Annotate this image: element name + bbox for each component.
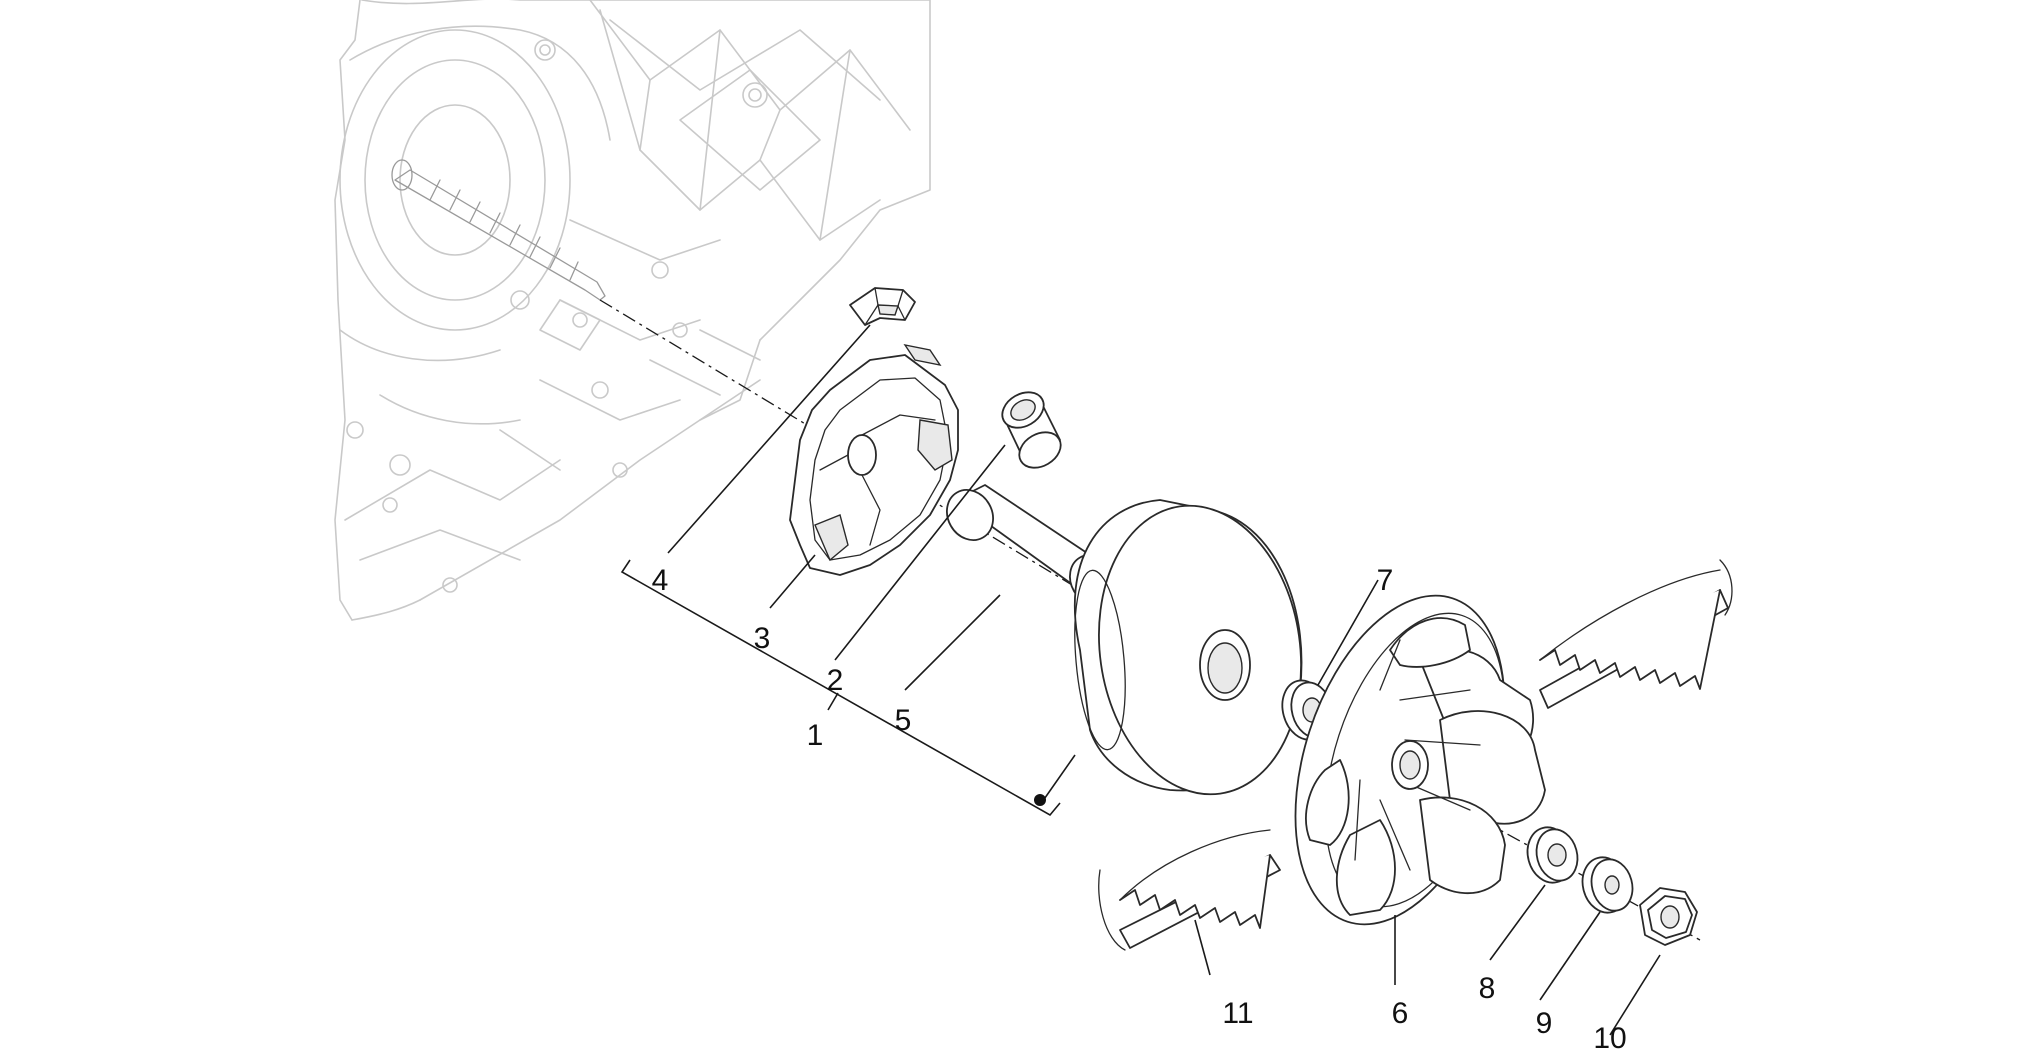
part-9-washer bbox=[1581, 856, 1634, 914]
leader-lines bbox=[667, 324, 1661, 1036]
label-part-6: 6 bbox=[1392, 997, 1409, 1030]
reference-dot bbox=[1034, 794, 1046, 806]
label-part-4: 4 bbox=[652, 564, 669, 597]
group-1-bracket bbox=[620, 559, 1076, 817]
crankshaft bbox=[391, 159, 606, 301]
label-part-7: 7 bbox=[1377, 564, 1394, 597]
part-1-variator-pulley bbox=[1073, 499, 1303, 796]
label-part-2: 2 bbox=[827, 664, 844, 697]
part-3-ramp-plate bbox=[789, 343, 959, 576]
label-part-9: 9 bbox=[1536, 1007, 1553, 1040]
part-10-hex-nut bbox=[1639, 887, 1698, 946]
part-8-washer bbox=[1526, 826, 1579, 884]
part-2-bushing bbox=[1001, 391, 1062, 469]
callout-labels: 4 3 2 1 5 7 6 8 9 10 11 bbox=[652, 564, 1627, 1050]
crankcase-housing bbox=[334, 0, 931, 621]
label-part-3: 3 bbox=[754, 622, 771, 655]
label-part-11: 11 bbox=[1222, 997, 1253, 1030]
part-11-drive-belt bbox=[1098, 559, 1733, 951]
label-part-8: 8 bbox=[1479, 972, 1496, 1005]
label-part-5: 5 bbox=[895, 704, 912, 737]
label-part-1: 1 bbox=[807, 719, 824, 752]
part-4-slider-piece bbox=[849, 287, 916, 326]
label-part-10: 10 bbox=[1593, 1022, 1626, 1050]
part-6-fan-pulley bbox=[1294, 594, 1546, 926]
